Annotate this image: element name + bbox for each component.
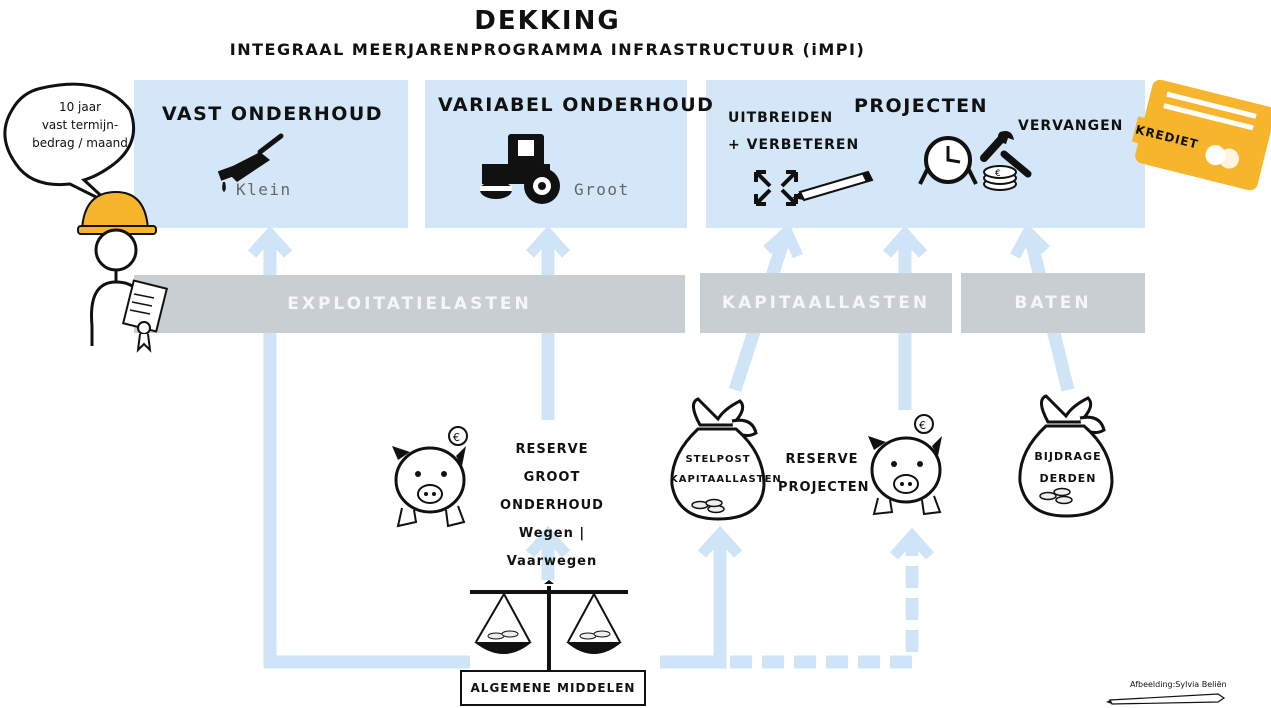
- balance-scale-icon: [470, 580, 628, 670]
- reserve-proj-line-2: PROJECTEN: [778, 480, 870, 495]
- image-credit: Afbeelding:Sylvia Beliën: [1130, 680, 1227, 689]
- stelpost-label: STELPOST KAPITAALLASTEN: [670, 450, 782, 490]
- svg-text:€: €: [919, 419, 926, 432]
- arrow-algemene-to-reserve-projecten: [730, 542, 919, 669]
- diagram-subtitle: INTEGRAAL MEERJARENPROGRAMMA INFRASTRUCT…: [229, 40, 866, 59]
- vast-size-label: Klein: [236, 180, 292, 199]
- bijdrage-line-2: DERDEN: [1039, 472, 1097, 485]
- panel-variabel-onderhoud: [425, 80, 687, 228]
- speech-line-3: bedrag / maand: [32, 136, 128, 150]
- svg-text:€: €: [995, 169, 1001, 179]
- piggy-bank-reserve-icon: €: [392, 426, 468, 528]
- band-kapitaallasten: KAPITAALLASTEN: [700, 273, 952, 333]
- speech-bubble-text: 10 jaar vast termijn- bedrag / maand: [30, 98, 130, 152]
- svg-text:€: €: [453, 431, 460, 444]
- uitbreiden-label: UITBREIDEN: [728, 110, 834, 126]
- band-baten: BATEN: [961, 273, 1145, 333]
- reserve-proj-line-1: RESERVE: [785, 452, 859, 467]
- bijdrage-line-1: BIJDRAGE: [1034, 450, 1102, 463]
- reserve-go-line-2: GROOT ONDERHOUD: [500, 470, 604, 513]
- money-bag-bijdrage-icon: [1018, 394, 1114, 518]
- variabel-onderhoud-title: VARIABEL ONDERHOUD: [438, 94, 715, 116]
- projecten-title: PROJECTEN: [854, 95, 989, 117]
- reserve-groot-onderhoud-label: RESERVE GROOT ONDERHOUD Wegen | Vaarwege…: [482, 436, 622, 576]
- speech-line-2: vast termijn-: [41, 118, 119, 132]
- reserve-go-line-1: RESERVE: [515, 442, 589, 457]
- worker-figure: [77, 190, 169, 353]
- reserve-go-line-3: Wegen | Vaarwegen: [506, 526, 598, 569]
- money-bag-stelpost-icon: [670, 397, 766, 521]
- algemene-middelen-box: ALGEMENE MIDDELEN: [460, 670, 646, 706]
- variabel-size-label: Groot: [574, 180, 630, 199]
- arrow-algemene-to-vast: [263, 236, 470, 669]
- panel-vast-onderhoud: [134, 80, 408, 228]
- vervangen-label: VERVANGEN: [1018, 118, 1124, 134]
- bijdrage-label: BIJDRAGE DERDEN: [1022, 446, 1114, 490]
- expand-pencil-icon: [754, 170, 874, 206]
- clock-wrench-icon: €: [918, 131, 1032, 191]
- pen-icon: [1106, 693, 1226, 705]
- diagram-title: DEKKING: [474, 6, 621, 36]
- arrow-algemene-to-stelpost: [660, 538, 727, 669]
- tractor-icon: [480, 134, 560, 204]
- reserve-projecten-label: RESERVE PROJECTEN: [778, 446, 870, 502]
- oil-can-icon: [217, 133, 284, 192]
- verbeteren-label: + VERBETEREN: [728, 137, 860, 153]
- speech-line-1: 10 jaar: [58, 100, 102, 114]
- stelpost-line-2: KAPITAALLASTEN: [670, 474, 782, 485]
- stelpost-line-1: STELPOST: [685, 454, 751, 465]
- band-exploitatielasten: EXPLOITATIELASTEN: [134, 275, 685, 333]
- piggy-bank-projecten-icon: €: [868, 414, 942, 516]
- vast-onderhoud-title: VAST ONDERHOUD: [162, 103, 384, 125]
- speech-bubble: [3, 82, 136, 206]
